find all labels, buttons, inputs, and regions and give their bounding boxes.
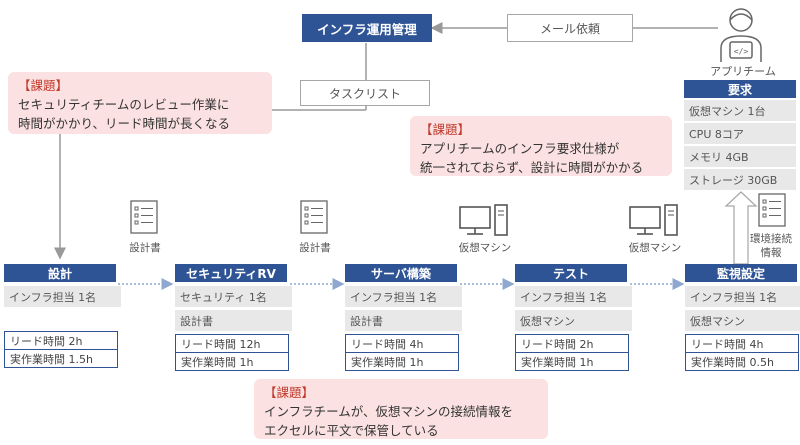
stage-times: リード時間 4h 実作業時間 1h: [345, 334, 459, 371]
document-icon: [300, 200, 330, 236]
lead-time: リード時間 4h: [351, 337, 424, 351]
ops-team-box: インフラ運用管理: [302, 14, 432, 42]
env-info-line: 情報: [760, 247, 782, 259]
stage-monitoring: 監視設定 インフラ担当 1名 仮想マシン リード時間 4h 実作業時間 0.5h: [685, 264, 800, 371]
lead-time: リード時間 2h: [10, 334, 83, 348]
lead-time: リード時間 4h: [691, 337, 764, 351]
stage-times: リード時間 12h 実作業時間 1h: [175, 334, 289, 371]
lead-time: リード時間 2h: [521, 337, 594, 351]
env-info-line: 環境接続: [750, 233, 792, 245]
issue-line: 時間がかかり、リード時間が長くなる: [18, 116, 231, 131]
requirements-title: 要求: [684, 80, 796, 98]
issue-line: エクセルに平文で保管している: [264, 423, 439, 438]
stage-cell: 仮想マシン: [515, 310, 632, 331]
requirement-item: ストレージ 30GB: [684, 169, 796, 190]
requirement-item: メモリ 4GB: [684, 146, 796, 167]
issue-note-security: 【課題】 セキュリティチームのレビュー作業に 時間がかかり、リード時間が長くなる: [8, 72, 272, 134]
stage-title: 設計: [4, 264, 116, 282]
stage-title: テスト: [515, 264, 627, 282]
issue-tag: 【課題】: [420, 122, 471, 137]
stage-cell: セキュリティ 1名: [175, 286, 292, 307]
stage-cell: 設計書: [175, 310, 292, 331]
document-icon: [130, 200, 160, 236]
mail-request-box: メール依頼: [507, 14, 633, 42]
stage-security-review: セキュリティRV セキュリティ 1名 設計書 リード時間 12h 実作業時間 1…: [175, 264, 292, 371]
stage-times: リード時間 2h 実作業時間 1h: [515, 334, 629, 371]
stage-times: リード時間 4h 実作業時間 0.5h: [685, 334, 799, 371]
issue-note-requirements: 【課題】 アプリチームのインフラ要求仕様が 統一されておらず、設計に時間がかかる: [410, 116, 672, 176]
svg-text:</>: </>: [734, 47, 749, 56]
stage-cell: 設計書: [345, 310, 462, 331]
lead-time: リード時間 12h: [181, 337, 261, 351]
stage-cell: 仮想マシン: [685, 310, 800, 331]
env-info-label: 環境接続 情報: [744, 232, 798, 260]
issue-line: インフラチームが、仮想マシンの接続情報を: [264, 404, 514, 419]
issue-line: 統一されておらず、設計に時間がかかる: [420, 160, 644, 175]
design-doc-label: 設計書: [129, 242, 161, 254]
requirement-item: 仮想マシン 1台: [684, 100, 796, 121]
stage-test: テスト インフラ担当 1名 仮想マシン リード時間 2h 実作業時間 1h: [515, 264, 632, 371]
work-time: 実作業時間 1h: [346, 352, 458, 370]
vm-label: 仮想マシン: [628, 242, 682, 254]
stage-title: サーバ構築: [345, 264, 457, 282]
work-time: 実作業時間 0.5h: [686, 352, 798, 370]
task-list-box: タスクリスト: [300, 80, 430, 106]
requirements-box: 要求 仮想マシン 1台 CPU 8コア メモリ 4GB ストレージ 30GB: [684, 80, 796, 190]
issue-tag: 【課題】: [18, 78, 69, 93]
vm-label: 仮想マシン: [458, 242, 512, 254]
stage-title: 監視設定: [685, 264, 797, 282]
work-time: 実作業時間 1h: [176, 352, 288, 370]
computer-icon: [628, 203, 680, 237]
stage-cell: インフラ担当 1名: [685, 286, 800, 307]
stage-design: 設計 インフラ担当 1名 リード時間 2h 実作業時間 1.5h: [4, 264, 121, 368]
issue-tag: 【課題】: [264, 385, 315, 400]
developer-person-icon: </>: [716, 4, 766, 62]
stage-cell: インフラ担当 1名: [4, 286, 121, 307]
issue-line: セキュリティチームのレビュー作業に: [18, 97, 230, 112]
stage-server-build: サーバ構築 インフラ担当 1名 設計書 リード時間 4h 実作業時間 1h: [345, 264, 462, 371]
document-icon: [758, 193, 788, 229]
up-arrow: [724, 191, 758, 265]
issue-note-connection-info: 【課題】 インフラチームが、仮想マシンの接続情報を エクセルに平文で保管している: [254, 379, 548, 439]
work-time: 実作業時間 1.5h: [5, 349, 117, 367]
issue-line: アプリチームのインフラ要求仕様が: [420, 141, 620, 156]
stage-cell: インフラ担当 1名: [515, 286, 632, 307]
requirement-item: CPU 8コア: [684, 123, 796, 144]
app-team-label: アプリチーム: [710, 65, 776, 78]
work-time: 実作業時間 1h: [516, 352, 628, 370]
stage-cell: インフラ担当 1名: [345, 286, 462, 307]
stage-times: リード時間 2h 実作業時間 1.5h: [4, 331, 118, 368]
stage-title: セキュリティRV: [175, 264, 287, 282]
design-doc-label: 設計書: [299, 242, 331, 254]
computer-icon: [458, 203, 510, 237]
